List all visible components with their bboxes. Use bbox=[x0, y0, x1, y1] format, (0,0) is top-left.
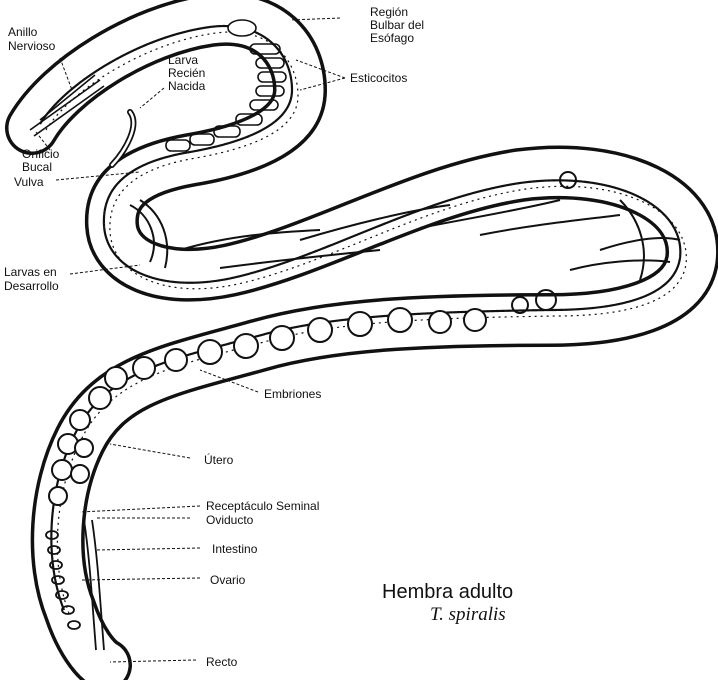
label-orificio-1: Orificio bbox=[22, 147, 60, 161]
label-recto: Recto bbox=[206, 655, 238, 669]
label-embriones: Embriones bbox=[264, 387, 321, 401]
label-larva-3: Nacida bbox=[168, 79, 206, 93]
label-receptaculo: Receptáculo Seminal bbox=[206, 499, 319, 513]
label-intestino: Intestino bbox=[212, 542, 258, 556]
label-vulva: Vulva bbox=[14, 175, 44, 189]
caption: Hembra adulto T. spiralis bbox=[382, 581, 513, 625]
label-orificio-2: Bucal bbox=[22, 160, 52, 174]
label-larva-2: Recién bbox=[168, 66, 205, 80]
label-anillo-2: Nervioso bbox=[8, 39, 56, 53]
caption-species: T. spiralis bbox=[430, 604, 506, 625]
label-oviducto: Oviducto bbox=[206, 513, 254, 527]
label-bulbar-3: Esófago bbox=[370, 31, 414, 45]
label-anillo-1: Anillo bbox=[8, 25, 38, 39]
label-larvas-1: Larvas en bbox=[4, 265, 57, 279]
caption-title: Hembra adulto bbox=[382, 581, 513, 603]
label-bulbar-2: Bulbar del bbox=[370, 18, 424, 32]
label-ovario: Ovario bbox=[210, 573, 246, 587]
label-bulbar-1: Región bbox=[370, 5, 408, 19]
label-esticocitos: Esticocitos bbox=[350, 71, 407, 85]
label-utero: Útero bbox=[204, 452, 234, 467]
label-larvas-2: Desarrollo bbox=[4, 279, 59, 293]
label-larva-1: Larva bbox=[168, 53, 198, 67]
